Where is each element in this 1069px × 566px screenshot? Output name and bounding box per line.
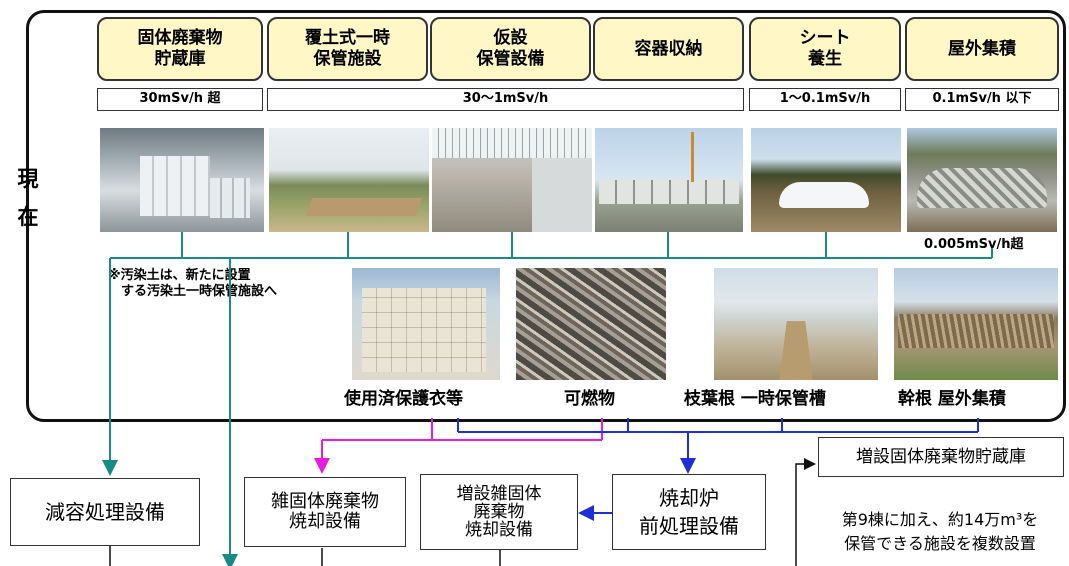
- current-status-panel: [26, 10, 1066, 422]
- incinerator-pretreatment-facility: 焼却炉 前処理設備: [612, 474, 766, 550]
- dose-note-0.005: 0.005mSv/h超: [924, 237, 1024, 252]
- dose-range-over-30: 30mSv/h 超: [97, 88, 263, 111]
- photo-branches-temporary-storage: [714, 268, 878, 380]
- dose-range-1-to-0.1: 1〜0.1mSv/h: [749, 88, 901, 111]
- dose-range-30-to-1: 30〜1mSv/h: [267, 88, 744, 111]
- photo-outdoor-accumulation: [907, 128, 1057, 232]
- photo-soil-covered-storage: [269, 128, 429, 232]
- soil-note: ※汚染土は、新たに設置 する汚染土一時保管施設へ: [108, 268, 278, 299]
- dose-range-under-0.1: 0.1mSv/h 以下: [905, 88, 1059, 111]
- additional-solid-waste-storage: 増設固体廃棄物貯蔵庫: [818, 437, 1064, 477]
- photo-solid-waste-storage: [100, 128, 264, 232]
- photo-temporary-storage: [432, 128, 592, 232]
- waste-label-branches: 枝葉根 一時保管槽: [684, 389, 826, 409]
- waste-label-combustibles: 可燃物: [564, 389, 615, 409]
- category-tab-temporary-storage: 仮設 保管設備: [430, 17, 591, 81]
- volume-reduction-facility: 減容処理設備: [10, 478, 200, 546]
- misc-solid-waste-incinerator: 雑固体廃棄物 焼却設備: [244, 477, 406, 547]
- photo-trunks-outdoor-accumulation: [894, 268, 1058, 380]
- current-label: 現 在: [17, 167, 39, 229]
- category-tab-sheet-covering: シート 養生: [749, 17, 901, 81]
- photo-container-storage: [595, 128, 743, 232]
- photo-used-protective-clothing: [352, 268, 500, 380]
- category-tab-container-storage: 容器収納: [593, 17, 744, 81]
- photo-sheet-covering: [751, 128, 901, 232]
- category-tab-soil-covered-storage: 覆土式一時 保管施設: [267, 17, 428, 81]
- waste-label-trunks: 幹根 屋外集積: [898, 389, 1006, 409]
- category-tab-solid-waste-storage: 固体廃棄物 貯蔵庫: [97, 17, 263, 81]
- additional-misc-solid-waste-incinerator: 増設雑固体 廃棄物 焼却設備: [420, 474, 578, 550]
- storage-expansion-note: 第9棟に加え、約14万m³を 保管できる施設を複数設置: [841, 510, 1039, 553]
- photo-combustibles: [516, 268, 666, 380]
- category-tab-outdoor-accumulation: 屋外集積: [905, 17, 1059, 81]
- waste-label-used-protective-clothing: 使用済保護衣等: [344, 389, 463, 409]
